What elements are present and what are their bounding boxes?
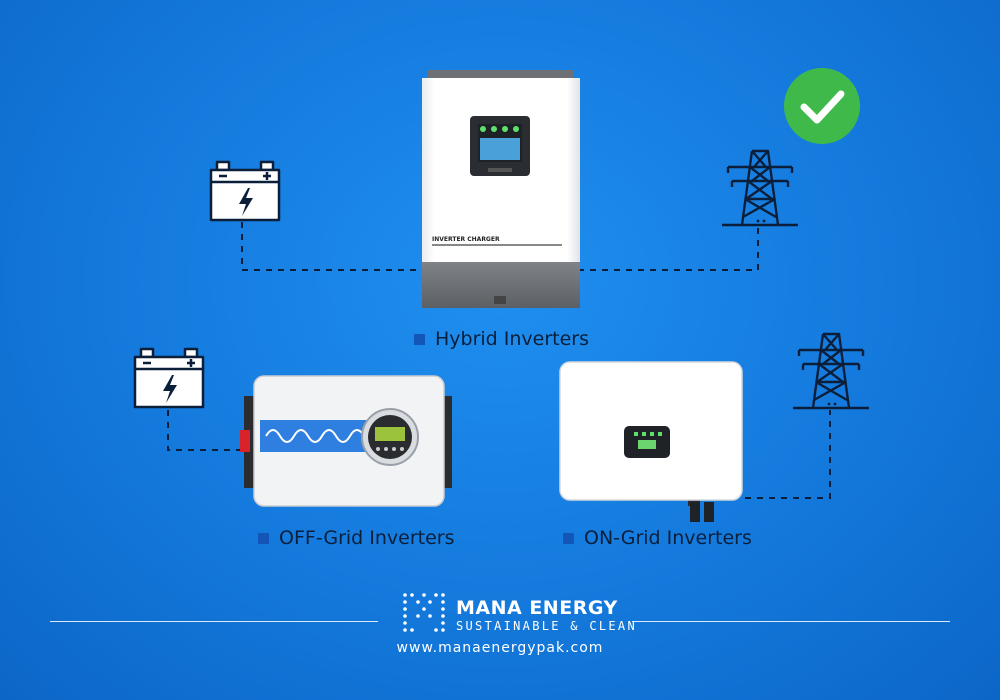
device-panel-title: INVERTER CHARGER	[432, 236, 500, 243]
footer-divider-left	[50, 621, 378, 622]
on-grid-inverter-image	[559, 361, 743, 522]
label-marker	[414, 333, 425, 345]
off-grid-inverters-label: OFF-Grid Inverters	[258, 527, 455, 549]
off-grid-inverters-label-text: OFF-Grid Inverters	[279, 527, 455, 549]
battery-icon	[133, 347, 205, 409]
website-link[interactable]: www.manaenergypak.com	[396, 640, 604, 656]
hybrid-inverters-label-text: Hybrid Inverters	[435, 328, 590, 350]
mana-logo-icon	[403, 593, 445, 632]
hybrid-inverter-image	[422, 70, 580, 308]
checkmark-icon	[784, 68, 860, 144]
label-marker	[563, 532, 574, 544]
device-panel-text-line	[432, 244, 562, 246]
label-marker	[258, 532, 269, 544]
brand-tagline: SUSTAINABLE & CLEAN	[456, 619, 637, 633]
on-grid-inverters-label: ON-Grid Inverters	[563, 527, 752, 549]
power-tower-icon	[722, 149, 798, 227]
power-tower-icon	[793, 332, 869, 410]
brand-name: MANA ENERGY	[456, 597, 618, 619]
hybrid-inverters-label: Hybrid Inverters	[414, 328, 589, 350]
off-grid-inverter-image	[240, 375, 452, 507]
footer-divider-right	[632, 621, 950, 622]
on-grid-inverters-label-text: ON-Grid Inverters	[584, 527, 752, 549]
battery-icon	[209, 160, 281, 222]
